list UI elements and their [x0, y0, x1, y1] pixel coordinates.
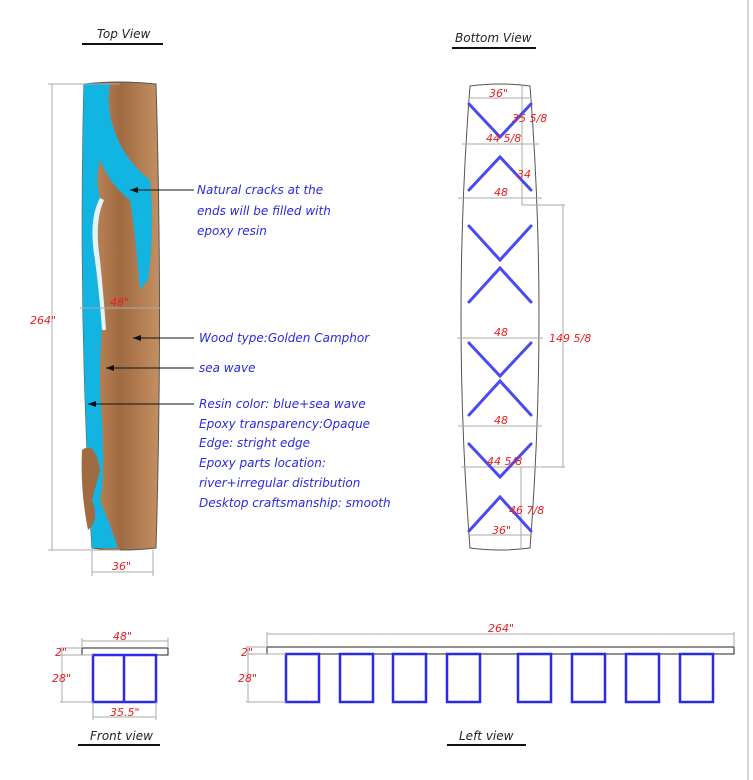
top-view-title: Top View — [97, 27, 151, 41]
dim-36-bottom: 36" — [492, 524, 511, 537]
note-transparency: Epoxy transparency:Opaque — [199, 417, 370, 431]
dim-48-a: 48 — [494, 186, 508, 199]
dim-264: 264" — [30, 314, 56, 327]
note-distribution: river+irregular distribution — [199, 476, 360, 490]
steel-frame-braces — [467, 102, 533, 533]
sea-wave — [92, 198, 106, 330]
top-view: Top View 48" 264" 36" Natural cracks at … — [30, 27, 391, 576]
note-epoxy-location: Epoxy parts location: — [199, 456, 326, 470]
bottom-view: Bottom View 36" 35 5/8 — [452, 31, 591, 551]
note-craftsmanship: Desktop craftsmanship: smooth — [199, 496, 391, 510]
dim-44-5-8-top: 44 5/8 — [486, 132, 521, 145]
note-sea-wave: sea wave — [199, 361, 255, 375]
dim-front-2: 2" — [55, 646, 67, 659]
note-wood-type: Wood type:Golden Camphor — [199, 331, 370, 345]
dim-36-top: 36" — [489, 87, 508, 100]
wood-island — [81, 447, 100, 530]
note-cracks-2: ends will be filled with — [197, 204, 331, 218]
dim-48-c: 48 — [494, 414, 508, 427]
note-edge: Edge: stright edge — [199, 436, 310, 450]
dim-34: 34 — [517, 168, 531, 181]
bottom-view-title: Bottom View — [455, 31, 532, 45]
dim-149-5-8: 149 5/8 — [549, 332, 591, 345]
dim-left-264: 264" — [488, 622, 514, 635]
dim-36: 36" — [112, 560, 131, 573]
dim-48: 48" — [110, 296, 129, 309]
left-view: 264" 2" 28" Left view — [238, 622, 735, 746]
dim-front-48: 48" — [113, 630, 132, 643]
front-view: 48" 2" 28" 35.5" Front view — [52, 630, 169, 746]
dim-front-35-5: 35.5" — [110, 706, 140, 719]
dim-front-28: 28" — [52, 672, 71, 685]
note-cracks-1: Natural cracks at the — [197, 183, 323, 197]
dim-35-5-8: 35 5/8 — [512, 112, 547, 125]
dim-46-7-8: 46 7/8 — [509, 504, 544, 517]
front-view-title: Front view — [90, 729, 153, 743]
left-leg-frames — [284, 652, 715, 704]
note-resin-color: Resin color: blue+sea wave — [199, 397, 366, 411]
dim-44-5-8-bottom: 44 5/8 — [487, 455, 522, 468]
note-cracks-3: epoxy resin — [197, 224, 267, 238]
left-view-title: Left view — [459, 729, 514, 743]
left-tabletop — [266, 646, 735, 655]
dim-left-28: 28" — [238, 672, 257, 685]
dim-48-b: 48 — [494, 326, 508, 339]
dim-left-2: 2" — [241, 646, 253, 659]
bottom-outline — [460, 83, 540, 551]
resin-river — [82, 84, 153, 548]
